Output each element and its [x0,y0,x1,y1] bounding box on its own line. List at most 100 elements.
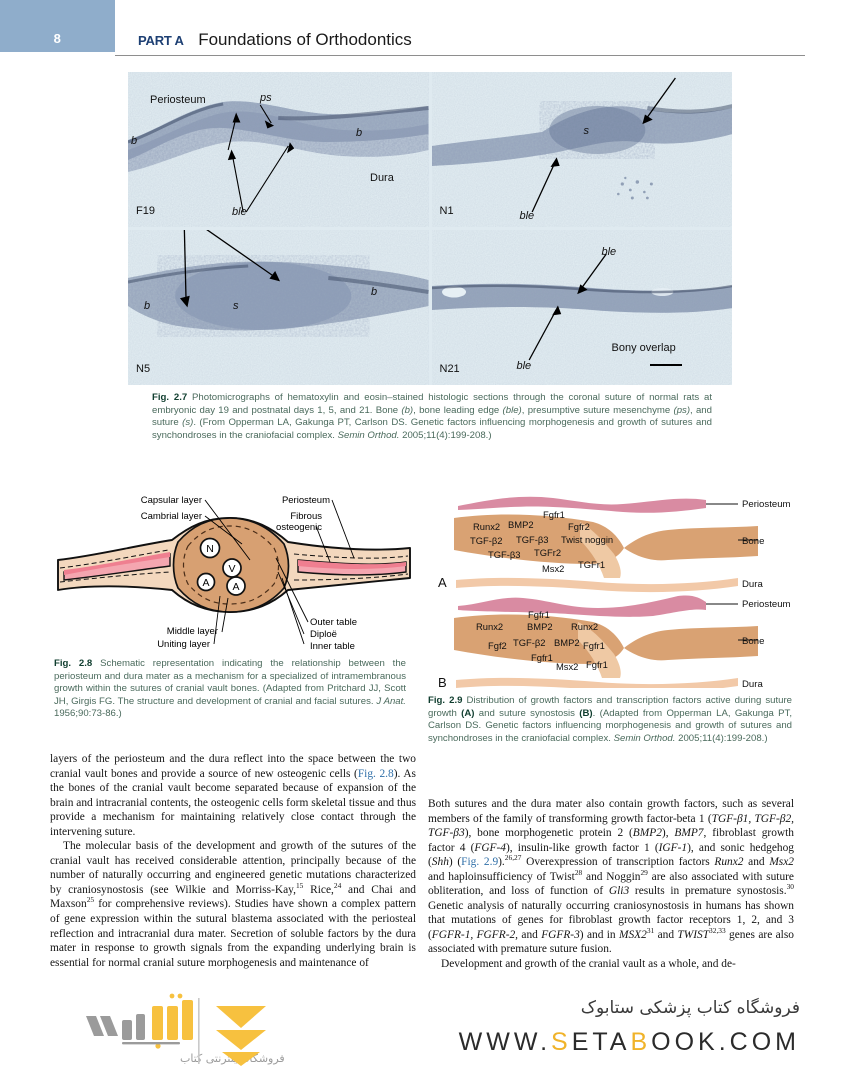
chapter-title: Foundations of Orthodontics [198,30,412,49]
factor-b-fgfr1: Fgfr1 [528,609,550,620]
text-seg: ), and sonic hedgehog ( [428,841,794,869]
gene-name: TWIST [677,928,710,941]
text-seg: Both sutures and the dura mater also con… [428,798,794,825]
factor-a-runx2: Runx2 [473,521,500,532]
text-seg: and [654,928,678,941]
factor-a-tgfb3: TGF-β3 [516,534,548,545]
label-periosteum: Periosteum [150,94,206,106]
label-osteogenic: osteogenic [276,522,322,533]
paragraph-right-1: Both sutures and the dura mater also con… [428,797,794,957]
footnote-ref: 32,33 [709,926,726,936]
factor-a-fgfr1: Fgfr1 [543,509,565,520]
figure-2-9-panel-b: Periosteum Bone Dura B Fgfr1 Runx2 BMP2 … [438,595,791,693]
gene-name: TGF-β1, TGF-β2, TGF-β3 [428,812,794,840]
text-seg: ) and in [579,928,619,941]
text-seg: for comprehensive reviews). Studies have… [50,898,416,969]
footnote-ref: 31 [646,926,655,936]
micrograph-panel-n5: b s b N5 [128,230,429,385]
caption-journal: Semin Orthod. [613,732,676,744]
text-seg: are also associated with suture oblitera… [428,870,794,898]
figure-2-9-svg: Periosteum Bone Dura A Runx2 BMP2 Fgfr1 … [438,496,791,693]
vessel-label-a-left: A [202,577,209,589]
vessel-label-a-right: A [232,581,239,593]
url-seg: WWW. [458,1028,552,1056]
factor-b-msx2: Msx2 [556,661,578,672]
caption-italic: (ble) [502,404,522,416]
caption-seg: . (Adapted from Opperman LA, Gakunga PT,… [428,707,792,744]
label-ble-n21-top: ble [601,246,617,258]
panel-letter-a: A [438,575,447,590]
panel-a-side-dura: Dura [742,579,763,590]
caption-seg: Photomicrographs of hematoxylin and eosi… [152,392,712,416]
gene-name: FGFR-3 [541,928,580,941]
figure-2-8-diagram: N V A A Capsular layer Cambrial layer Pe… [54,486,414,652]
paragraph-right-2: Development and growth of the cranial va… [441,958,736,971]
panel-b-side-dura: Dura [742,679,763,688]
gene-name: Shh [431,856,449,869]
gene-name: Runx2 [714,856,744,869]
label-b-right: b [356,127,363,139]
label-ble-f19: ble [232,206,247,218]
factor-a-twist-noggin: Twist noggin [561,534,613,545]
factor-a-tgfb2: TGF-β2 [470,535,502,546]
running-head: PART A Foundations of Orthodontics [138,30,412,50]
footnote-ref: 26,27 [504,853,522,863]
micrograph-f19-image [128,72,429,227]
paragraph-left-2: The molecular basis of the development a… [50,839,416,970]
label-middle-layer: Middle layer [167,626,218,637]
cross-reference-fig-2-8[interactable]: Fig. 2.8 [357,767,394,780]
stage-label-f19: F19 [136,205,155,217]
factor-b-runx2: Runx2 [476,621,503,632]
caption-journal: J Anat. [376,695,406,707]
micrograph-panel-f19: Periosteum ps b b Dura ble F19 [128,72,429,227]
text-seg: and Noggin [582,870,641,883]
factor-a-tgfr2: TGFr2 [534,547,561,558]
text-seg: , fibroblast growth factor 4 ( [428,827,794,854]
caption-journal: Semin Orthod. [337,429,400,441]
factor-b-runx2-b: Runx2 [571,621,598,632]
factor-a-tgfr1: TGFr1 [578,559,605,570]
factor-b-bmp2-b: BMP2 [554,637,580,648]
figure-2-9-number: Fig. 2.9 [428,695,463,706]
setabook-logo[interactable]: فروشگاه اینترنتی کتاب [70,992,370,1072]
figure-2-7-caption: Fig. 2.7 Photomicrographs of hematoxylin… [152,392,712,442]
text-seg: ), [661,827,675,840]
figure-2-9-caption: Fig. 2.9 Distribution of growth factors … [428,695,792,745]
label-dura: Dura [370,172,394,184]
panel-letter-b: B [438,675,447,688]
url-seg: ETA [571,1028,631,1056]
text-seg: and [518,928,542,941]
figure-2-8-number: Fig. 2.8 [54,658,93,669]
factor-b-tgfb2: TGF-β2 [513,637,545,648]
figure-2-9-panel-a: Periosteum Bone Dura A Runx2 BMP2 Fgfr1 … [438,496,791,593]
footer-watermark: فروشگاه اینترنتی کتاب فروشگاه کتاب پزشکی… [0,984,844,1080]
figure-2-7-number: Fig. 2.7 [152,392,188,403]
site-url[interactable]: WWW.SETABOOK.COM [459,1028,800,1057]
factor-b-fgf2: Fgf2 [488,640,507,651]
caption-seg: 2005;11(4):199-208.) [675,732,768,744]
body-column-right: Both sutures and the dura mater also con… [428,797,794,972]
gene-name: MSX2 [618,928,647,941]
micrograph-n21-image [431,230,732,385]
label-ble-n21-bottom: ble [516,360,532,372]
label-outer-table: Outer table [310,617,357,628]
gene-name: FGFR-1, FGFR-2, [431,928,519,941]
label-capsular-layer: Capsular layer [141,495,202,506]
footnote-ref: 30 [786,882,794,892]
label-s-n5: s [233,300,239,312]
footnote-ref: 24 [333,881,342,891]
text-seg: layers of the periosteum and the dura re… [50,753,416,780]
panel-b-side-bone: Bone [742,636,764,647]
caption-seg: 1956;90:73-86.) [54,708,122,720]
text-seg: ), bone morphogenetic protein 2 ( [464,827,633,840]
figure-2-7-plate: Periosteum ps b b Dura ble F19 [128,72,732,385]
label-ps: ps [260,92,272,104]
panel-a-side-bone: Bone [742,536,764,547]
cross-reference-fig-2-9[interactable]: Fig. 2.9 [461,856,499,869]
caption-seg: , and suture [152,404,712,429]
micrograph-panel-n1: s ble N1 [431,72,732,227]
url-seg-highlight: B [630,1028,652,1056]
text-seg: ). As the bones of the cranial vault bec… [50,767,416,838]
caption-italic: (s) [182,417,194,429]
factor-b-bmp2: BMP2 [527,621,553,632]
